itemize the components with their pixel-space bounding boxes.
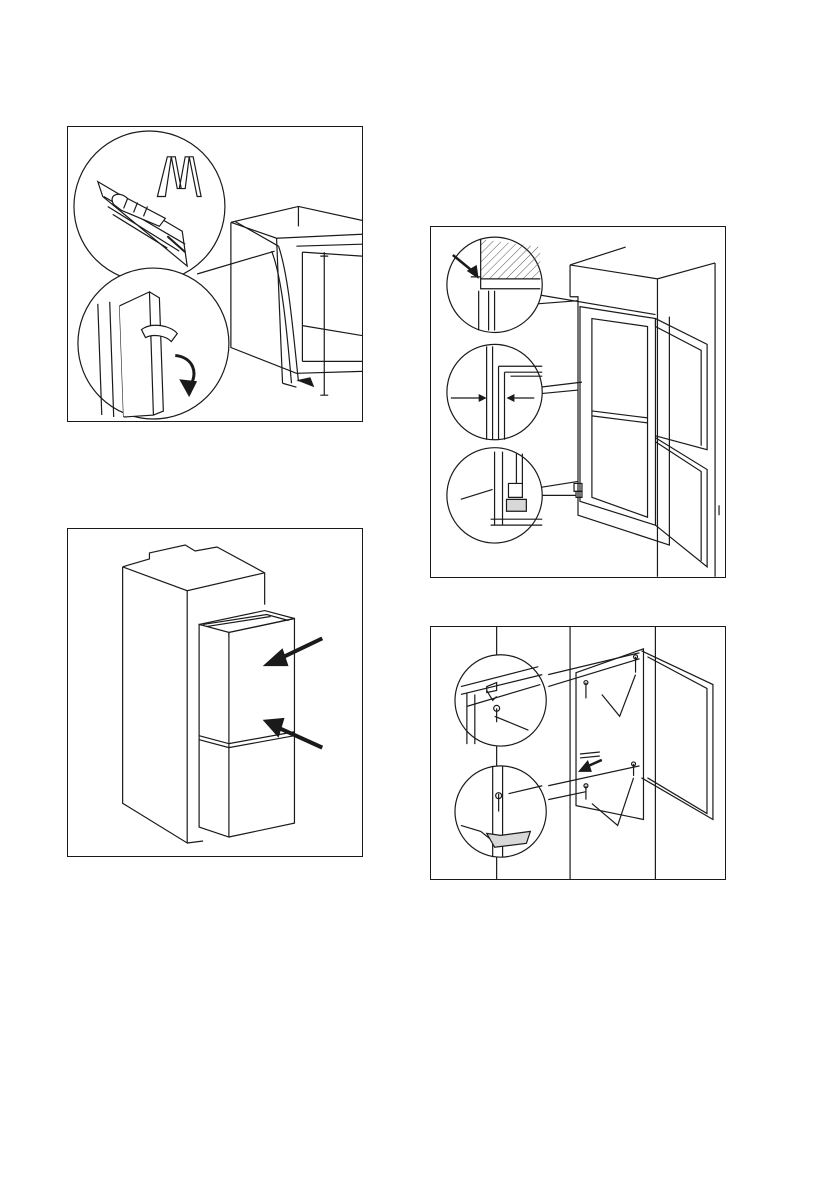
magnifier-detail-icon-lower (78, 268, 229, 419)
push-arrow-icon-2 (263, 718, 323, 748)
figure-push-appliance (67, 528, 363, 857)
magnifier-detail-icon-bottom (447, 448, 542, 543)
gap-measure-icon (447, 344, 542, 439)
fix-screws-illustration (431, 627, 725, 879)
push-appliance-illustration (68, 529, 362, 856)
figure-alignment-detail (430, 226, 726, 578)
cabinet-icon (123, 545, 265, 843)
alignment-illustration (431, 227, 725, 577)
figure-seal-strip (67, 126, 363, 422)
magnifier-detail-icon (447, 237, 542, 332)
seal-strip-illustration (68, 127, 362, 421)
magnifier-detail-icon (455, 655, 546, 746)
push-arrow-icon (263, 638, 323, 666)
magnifier-detail-icon-bottom (455, 766, 546, 857)
seal-strip-icon (272, 246, 299, 383)
figure-fix-screws (430, 626, 726, 880)
magnifier-detail-icon (74, 131, 225, 282)
